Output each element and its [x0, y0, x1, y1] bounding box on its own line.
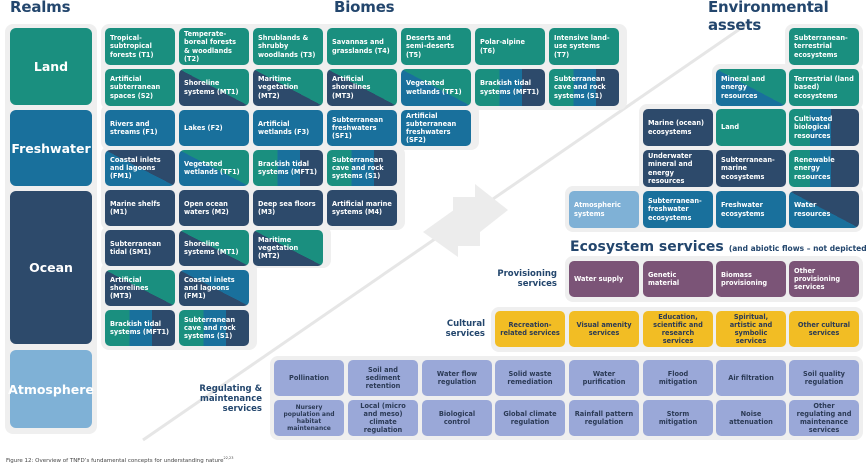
regulating-tile: Water flow regulation [422, 360, 492, 396]
biome-tile: Polar-alpine (T6) [475, 28, 545, 65]
biome-tile: Brackish tidal systems (MFT1) [105, 310, 175, 346]
provisioning-services-label: Provisioning services [497, 269, 557, 289]
asset-tile: Cultivated biological resources [789, 109, 859, 146]
regulating-tile: Other regulating and maintenance service… [789, 400, 859, 436]
biome-tile: Maritime vegetation (MT2) [253, 69, 323, 106]
regulating-tile: Rainfall pattern regulation [569, 400, 639, 436]
biome-tile: Lakes (F2) [179, 110, 249, 146]
biome-tile: Shoreline systems (MT1) [179, 69, 249, 106]
cultural-tile: Spiritual, artistic and symbolic service… [716, 311, 786, 347]
realm-ocean: Ocean [10, 191, 92, 344]
biome-tile: Artificial subterranean spaces (S2) [105, 69, 175, 106]
realm-freshwater: Freshwater [10, 110, 92, 186]
asset-tile: Subterranean-terrestrial ecosystems [789, 28, 859, 65]
biome-tile: Shoreline systems (MT1) [179, 230, 249, 266]
ecosystem-services-heading: Ecosystem services (and abiotic flows – … [570, 236, 866, 255]
biome-tile: Subterranean cave and rock systems (S1) [179, 310, 249, 346]
biome-tile: Temperate-boreal forests & woodlands (T2… [179, 28, 249, 65]
provisioning-tile: Water supply [569, 261, 639, 297]
biome-tile: Brackish tidal systems (MFT1) [253, 150, 323, 186]
cultural-tile: Education, scientific and research servi… [643, 311, 713, 347]
regulating-tile: Biological control [422, 400, 492, 436]
biome-tile: Savannas and grasslands (T4) [327, 28, 397, 65]
provisioning-tile: Biomass provisioning [716, 261, 786, 297]
caption-superscript: 22,23 [223, 456, 234, 460]
biome-tile: Intensive land-use systems (T7) [549, 28, 619, 65]
regulating-tile: Pollination [274, 360, 344, 396]
realm-land: Land [10, 28, 92, 105]
figure-caption: Figure 12: Overview of TNFD’s fundamenta… [6, 456, 234, 464]
biome-tile: Marine shelfs (M1) [105, 190, 175, 226]
biome-tile: Brackish tidal systems (MFT1) [475, 69, 545, 106]
regulating-services-label: Regulating & maintenance services [199, 384, 262, 414]
biome-tile: Coastal inlets and lagoons (FM1) [179, 270, 249, 306]
biome-tile: Subterranean cave and rock systems (S1) [549, 69, 619, 106]
biome-tile: Deserts and semi-deserts (T5) [401, 28, 471, 65]
realms-heading: Realms [10, 0, 71, 16]
cultural-tile: Visual amenity services [569, 311, 639, 347]
biome-tile: Deep sea floors (M3) [253, 190, 323, 226]
cultural-services-label: Cultural services [445, 319, 485, 339]
asset-tile: Water resources [789, 191, 859, 228]
regulating-tile: Air filtration [716, 360, 786, 396]
biome-tile: Maritime vegetation (MT2) [253, 230, 323, 266]
biome-tile: Artificial wetlands (F3) [253, 110, 323, 146]
caption-text: Figure 12: Overview of TNFD’s fundamenta… [6, 457, 224, 464]
regulating-tile: Local (micro and meso) climate regulatio… [348, 400, 418, 436]
provisioning-tile: Other provisioning services [789, 261, 859, 297]
asset-tile: Renewable energy resources [789, 150, 859, 187]
regulating-tile: Solid waste remediation [495, 360, 565, 396]
biomes-heading: Biomes [334, 0, 395, 16]
biome-tile: Coastal inlets and lagoons (FM1) [105, 150, 175, 186]
asset-tile: Land [716, 109, 786, 146]
asset-tile: Mineral and energy resources [716, 69, 786, 106]
ecosystem-services-note: (and abiotic flows – not depicted) [728, 244, 866, 253]
biome-tile: Subterranean freshwaters (SF1) [327, 110, 397, 146]
biome-tile: Artificial shorelines (MT3) [327, 69, 397, 106]
regulating-tile: Soil and sediment retention [348, 360, 418, 396]
ecosystem-services-title: Ecosystem services [570, 239, 724, 255]
provisioning-tile: Genetic material [643, 261, 713, 297]
biome-tile: Open ocean waters (M2) [179, 190, 249, 226]
biome-tile: Artificial subterranean freshwaters (SF2… [401, 110, 471, 146]
asset-tile: Freshwater ecosystems [716, 191, 786, 228]
asset-tile: Marine (ocean) ecosystems [643, 109, 713, 146]
regulating-tile: Nursery population and habitat maintenan… [274, 400, 344, 436]
regulating-tile: Global climate regulation [495, 400, 565, 436]
regulating-tile: Flood mitigation [643, 360, 713, 396]
biome-tile: Subterranean tidal (SM1) [105, 230, 175, 266]
asset-tile: Subterranean-freshwater ecosystems [643, 191, 713, 228]
realm-atmosphere: Atmosphere [8, 350, 94, 428]
regulating-tile: Water purification [569, 360, 639, 396]
cultural-tile: Other cultural services [789, 311, 859, 347]
asset-tile: Underwater mineral and energy resources [643, 150, 713, 187]
regulating-tile: Soil quality regulation [789, 360, 859, 396]
biome-tile: Artificial marine systems (M4) [327, 190, 397, 226]
asset-tile: Atmospheric systems [569, 191, 639, 228]
biome-tile: Shrublands & shrubby woodlands (T3) [253, 28, 323, 65]
biome-tile: Artificial shorelines (MT3) [105, 270, 175, 306]
biome-tile: Vegetated wetlands (TF1) [401, 69, 471, 106]
biome-tile: Rivers and streams (F1) [105, 110, 175, 146]
asset-tile: Subterranean-marine ecosystems [716, 150, 786, 187]
regulating-tile: Noise attenuation [716, 400, 786, 436]
arrow-left-icon [423, 207, 480, 257]
biome-tile: Vegetated wetlands (TF1) [179, 150, 249, 186]
biome-tile: Tropical-subtropical forests (T1) [105, 28, 175, 65]
cultural-tile: Recreation-related services [495, 311, 565, 347]
asset-tile: Terrestrial (land based) ecosystems [789, 69, 859, 106]
environmental-assets-heading: Environmental assets [708, 0, 829, 34]
regulating-tile: Storm mitigation [643, 400, 713, 436]
biome-tile: Subterranean cave and rock systems (S1) [327, 150, 397, 186]
